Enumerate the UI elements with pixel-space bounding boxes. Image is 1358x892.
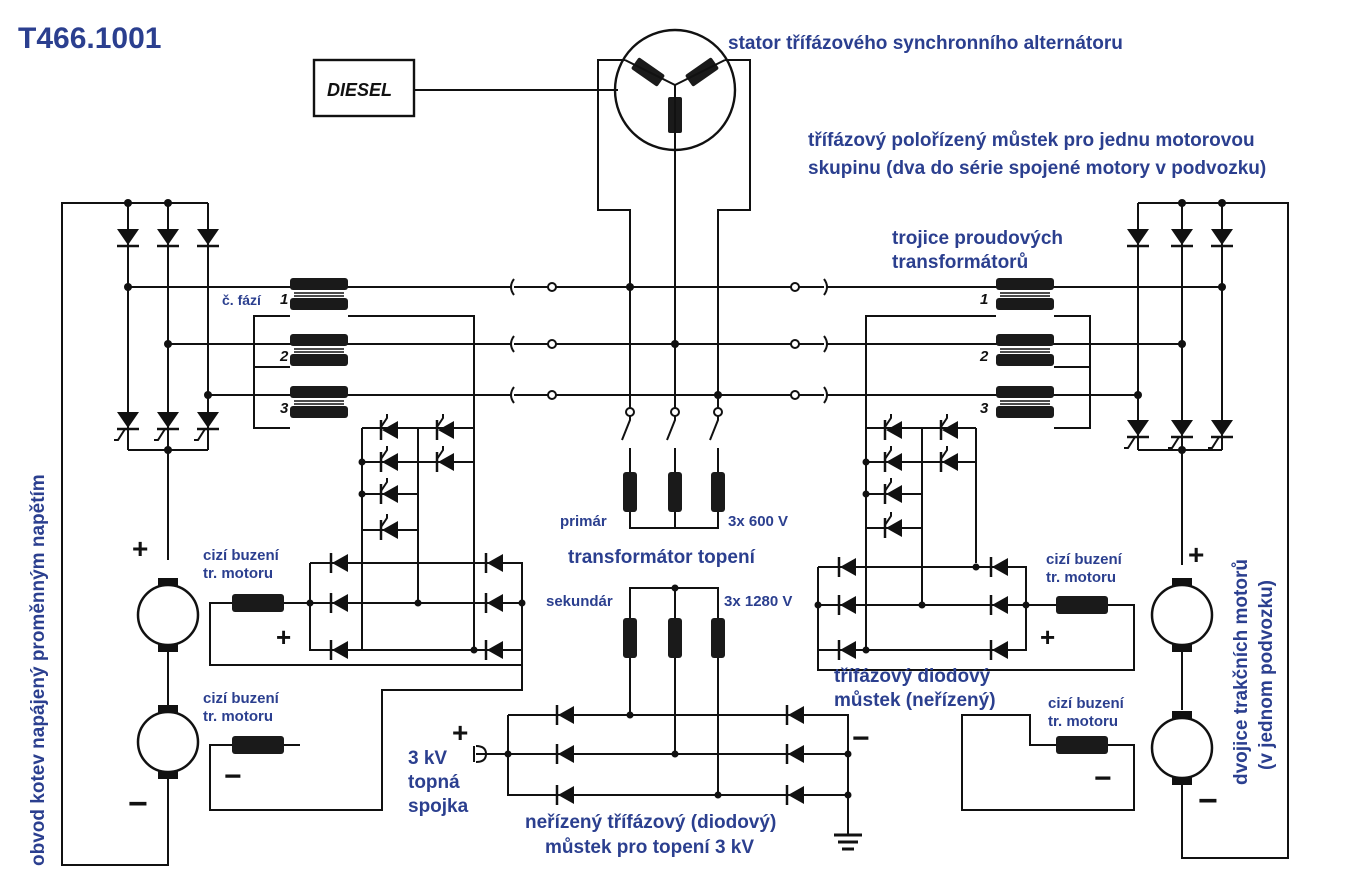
left-motor-minus: − [128, 785, 148, 823]
heating-primary-coils [623, 472, 725, 529]
left-excitation-coil-upper [232, 594, 284, 612]
primary-label: primár [560, 513, 607, 530]
right-phase-2: 2 [979, 348, 989, 365]
left-motor-lower [136, 703, 200, 781]
right-thyristor-bridge [1122, 199, 1289, 780]
right-excite-lower-1: cizí buzení [1048, 695, 1125, 712]
right-phase-1: 1 [980, 291, 988, 308]
left-vertical-label: obvod kotev napájený proměnným napětím [28, 474, 49, 866]
heating-bridge-label-2: můstek pro topení 3 kV [545, 837, 754, 858]
right-vertical-label-2: (v jednom podvozku) [1256, 580, 1277, 770]
heating-rectifier-bridge [504, 703, 852, 807]
ct-label-1: trojice proudových [892, 228, 1063, 249]
right-excite-minus: − [1094, 762, 1112, 795]
left-phase-1: 1 [280, 291, 288, 308]
diesel-engine: DIESEL [312, 58, 416, 118]
left-excite-minus: − [224, 760, 242, 793]
diode-bridge-label-1: třífázový diodový [834, 666, 991, 687]
heating-secondary-coils [623, 584, 725, 795]
right-phase-3: 3 [980, 400, 989, 417]
right-motor-plus: + [1188, 539, 1204, 570]
right-excitation-coil-upper [1056, 596, 1108, 614]
coupling-label-3: spojka [408, 796, 469, 817]
ct-label-2: transformátorů [892, 252, 1028, 273]
left-phase-2: 2 [279, 348, 289, 365]
coupling-label-1: 3 kV [408, 748, 447, 769]
right-excite-upper-1: cizí buzení [1046, 551, 1123, 568]
ground-icon [834, 795, 862, 851]
diesel-label: DIESEL [327, 80, 392, 100]
stator-label: stator třífázového synchronního alternát… [728, 33, 1123, 54]
left-excitation-coil-lower [232, 736, 284, 754]
secondary-label: sekundár [546, 593, 613, 610]
right-motor-upper [1150, 576, 1214, 654]
left-excitation-bridge [306, 530, 526, 662]
heating-switches [621, 395, 723, 475]
heating-coupling-socket [473, 745, 508, 763]
right-current-transformers: 1 2 3 [865, 277, 1091, 429]
left-current-transformers: 1 2 3 [253, 277, 475, 429]
right-motor-lower [1150, 709, 1214, 787]
bridge-label-2: skupinu (dva do série spojené motory v p… [808, 158, 1266, 179]
left-rectifier-matrix [358, 412, 475, 650]
right-rectifier-matrix [862, 412, 977, 650]
left-motor-upper [136, 576, 200, 654]
alternator-stator [613, 28, 737, 152]
right-motor-minus: − [1198, 782, 1218, 820]
right-excitation-coil-lower [1056, 736, 1108, 754]
right-vertical-label-1: dvojice trakčních motorů [1231, 559, 1252, 785]
left-motor-plus: + [132, 533, 148, 564]
right-excite-plus: + [1040, 622, 1055, 652]
secondary-voltage: 3x 1280 V [724, 593, 792, 610]
diode-bridge-label-2: můstek (neřízený) [834, 690, 996, 711]
right-excite-upper-2: tr. motoru [1046, 569, 1116, 586]
heating-minus: − [852, 722, 870, 755]
heating-plus: + [452, 717, 468, 748]
left-excite-plus: + [276, 622, 291, 652]
left-excite-lower-1: cizí buzení [203, 690, 280, 707]
right-excite-lower-2: tr. motoru [1048, 713, 1118, 730]
coupling-label-2: topná [408, 772, 460, 793]
heating-bridge-label-1: neřízený třífázový (diodový) [525, 812, 776, 833]
diagram-title: T466.1001 [18, 22, 161, 55]
left-excite-upper-2: tr. motoru [203, 565, 273, 582]
left-excite-lower-2: tr. motoru [203, 708, 273, 725]
primary-voltage: 3x 600 V [728, 513, 788, 530]
phase-number-label: č. fází [222, 292, 262, 308]
right-excitation-bridge [814, 555, 1030, 662]
left-excite-upper-1: cizí buzení [203, 547, 280, 564]
heating-transformer-label: transformátor topení [568, 547, 756, 568]
left-phase-3: 3 [280, 400, 289, 417]
bridge-label-1: třífázový polořízený můstek pro jednu mo… [808, 130, 1255, 151]
left-thyristor-bridge [61, 199, 221, 835]
